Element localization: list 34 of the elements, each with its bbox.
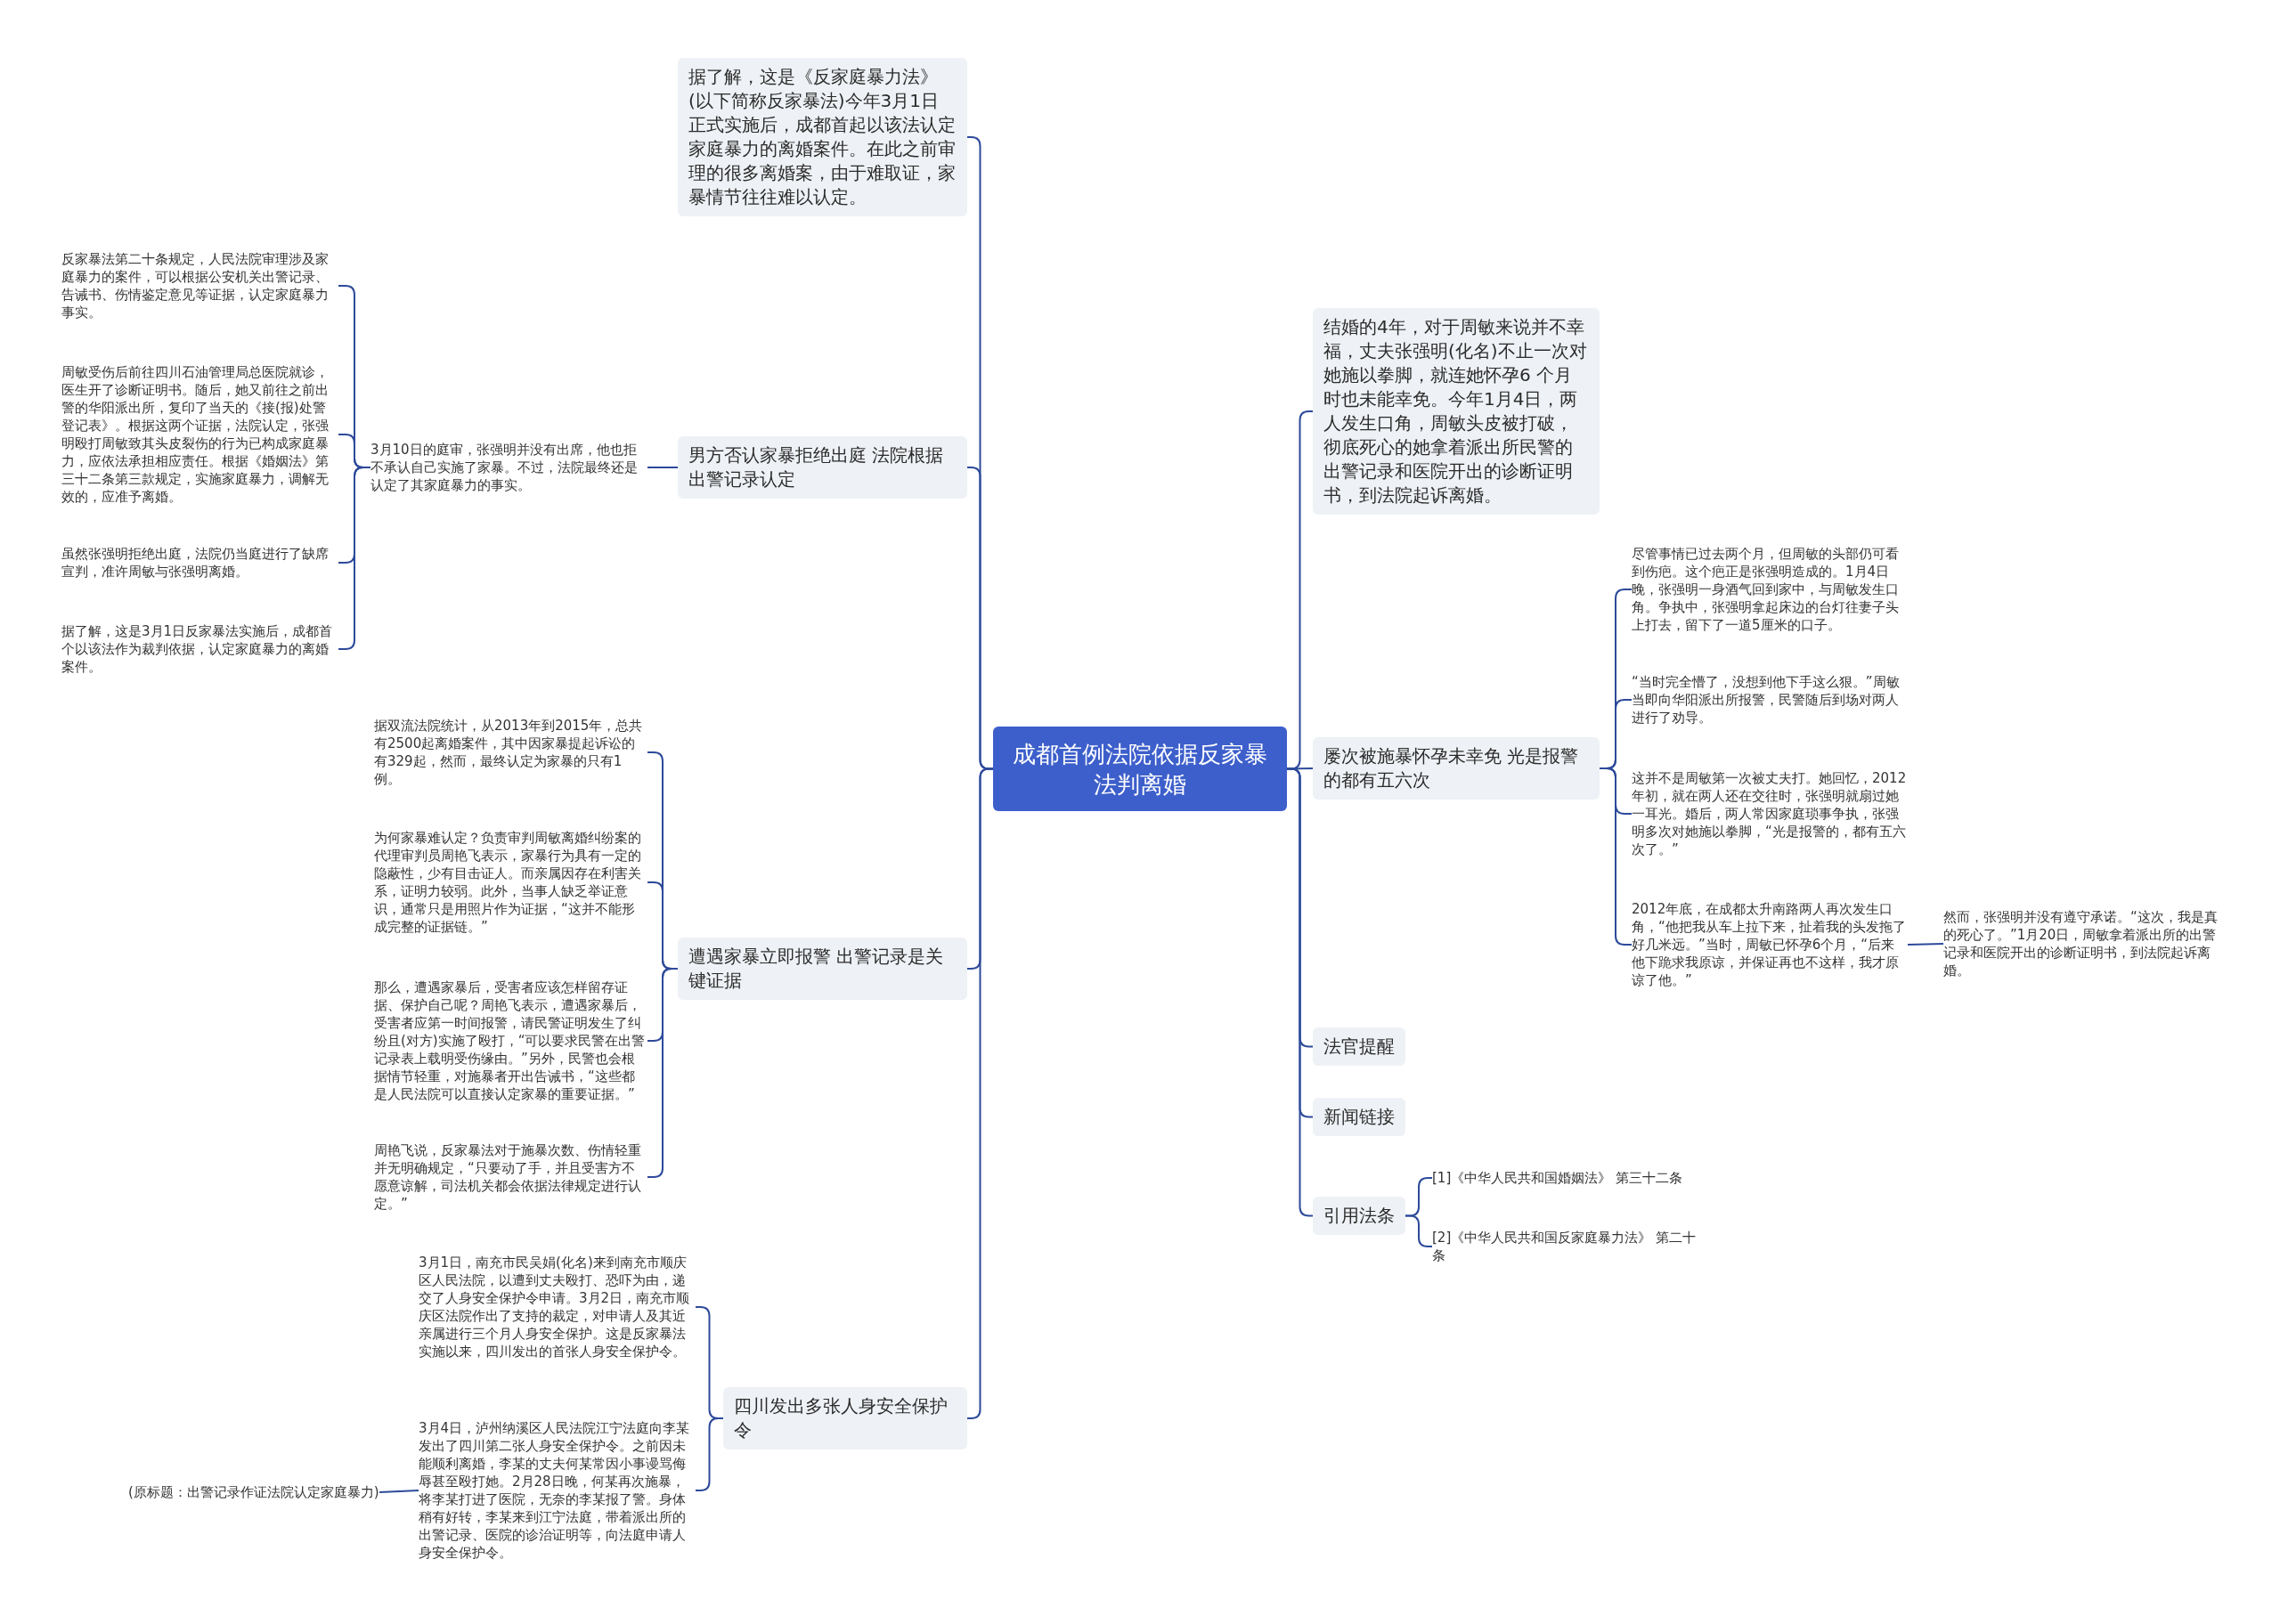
topic-box: 引用法条: [1313, 1197, 1405, 1235]
note-text: 为何家暴难认定？负责审判周敏离婚纠纷案的代理审判员周艳飞表示，家暴行为具有一定的隐蔽性，少有目击证人。而亲属因存在利害关系，证明力较弱。此外，当事人缺乏举证意识，通常只是用照片作为证据，“这并不能形成完整的证据链。”: [374, 829, 647, 936]
topic-box: 结婚的4年，对于周敏来说并不幸福，丈夫张强明(化名)不止一次对她施以拳脚，就连她怀孕6 个月时也未能幸免。今年1月4日，两人发生口角，周敏头皮被打破，彻底死心的她拿着派出所民警的出警记录和医院开出的诊断证明书，到法院起诉离婚。: [1313, 308, 1600, 515]
note-text: 3月1日，南充市民吴娟(化名)来到南充市顺庆区人民法院，以遭到丈夫殴打、恐吓为由，递交了人身安全保护令申请。3月2日，南充市顺庆区法院作出了支持的裁定，对申请人及其近亲属进行三个月人身安全保护。这是反家暴法实施以来，四川发出的首张人身安全保护令。: [419, 1254, 696, 1360]
note-text: 然而，张强明并没有遵守承诺。“这次，我是真的死心了。”1月20日，周敏拿着派出所的出警记录和医院开出的诊断证明书，到法院起诉离婚。: [1943, 908, 2220, 979]
note-text: 3月10日的庭审，张强明并没有出席，他也拒不承认自己实施了家暴。不过，法院最终还是认定了其家庭暴力的事实。: [370, 441, 647, 494]
note-text: 周艳飞说，反家暴法对于施暴次数、伤情轻重并无明确规定，“只要动了手，并且受害方不愿意谅解，司法机关都会依据法律规定进行认定。”: [374, 1141, 647, 1213]
connector-line: [379, 1490, 419, 1493]
note-text: 周敏受伤后前往四川石油管理局总医院就诊，医生开了诊断证明书。随后，她又前往之前出警的华阳派出所，复印了当天的《接(报)处警登记表》。根据这两个证据，法院认定，张强明殴打周敏致其头皮裂伤的行为已构成家庭暴力，应依法承担相应责任。根据《婚姻法》第三十二条第三款规定，实施家庭暴力，调解无效的，应准予离婚。: [61, 363, 338, 506]
note-text: 尽管事情已过去两个月，但周敏的头部仍可看到伤疤。这个疤正是张强明造成的。1月4日晚，张强明一身酒气回到家中，与周敏发生口角。争执中，张强明拿起床边的台灯往妻子头上打去，留下了一道5厘米的口子。: [1632, 545, 1908, 634]
note-text: 3月4日，泸州纳溪区人民法院江宁法庭向李某发出了四川第二张人身安全保护令。之前因未能顺利离婚，李某的丈夫何某常因小事谩骂侮辱甚至殴打她。2月28日晚，何某再次施暴，将李某打进了医院，无奈的李某报了警。身体稍有好转，李某来到江宁法庭，带着派出所的出警记录、医院的诊治证明等，向法庭申请人身安全保护令。: [419, 1419, 696, 1562]
topic-box: 屡次被施暴怀孕未幸免 光是报警的都有五六次: [1313, 737, 1600, 800]
note-text: 那么，遭遇家暴后，受害者应该怎样留存证据、保护自己呢？周艳飞表示，遭遇家暴后，受害者应第一时间报警，请民警证明发生了纠纷且(对方)实施了殴打，“可以要求民警在出警记录表上载明受伤缘由。”另外，民警也会根据情节轻重，对施暴者开出告诫书，“这些都是人民法院可以直接认定家暴的重要证据。”: [374, 978, 647, 1103]
topic-box: 遭遇家暴立即报警 出警记录是关键证据: [678, 938, 967, 1000]
note-text: 虽然张强明拒绝出庭，法院仍当庭进行了缺席宣判，准许周敏与张强明离婚。: [61, 545, 338, 581]
connector-line: [1405, 1214, 1433, 1247]
topic-box: 据了解，这是《反家庭暴力法》(以下简称反家暴法)今年3月1日正式实施后，成都首起以该法认定家庭暴力的离婚案件。在此之前审理的很多离婚案，由于难取证，家暴情节往往难以认定。: [678, 58, 967, 216]
central-topic: 成都首例法院依据反家暴法判离婚: [993, 727, 1287, 811]
note-text: 反家暴法第二十条规定，人民法院审理涉及家庭暴力的案件，可以根据公安机关出警记录、告诫书、伤情鉴定意见等证据，认定家庭暴力事实。: [61, 250, 338, 321]
topic-box: 新闻链接: [1313, 1098, 1405, 1136]
topic-box: 四川发出多张人身安全保护令: [723, 1387, 967, 1449]
note-text: 2012年底，在成都太升南路两人再次发生口角，“他把我从车上拉下来，扯着我的头发拖了好几米远。”当时，周敏已怀孕6个月，“后来他下跪求我原谅，并保证再也不这样，我才原谅了他。”: [1632, 900, 1908, 989]
topic-box: 法官提醒: [1313, 1027, 1405, 1066]
note-text: 这并不是周敏第一次被丈夫打。她回忆，2012年初，就在两人还在交往时，张强明就扇过她一耳光。婚后，两人常因家庭琐事争执，张强明多次对她施以拳脚，“光是报警的，都有五六次了。”: [1632, 769, 1908, 858]
note-text: [2]《中华人民共和国反家庭暴力法》 第二十条: [1432, 1229, 1699, 1264]
note-text: [1]《中华人民共和国婚姻法》 第三十二条: [1432, 1169, 1699, 1187]
note-text: “当时完全懵了，没想到他下手这么狠。”周敏当即向华阳派出所报警，民警随后到场对两人进行了劝导。: [1632, 673, 1908, 727]
topic-box: 男方否认家暴拒绝出庭 法院根据出警记录认定: [678, 436, 967, 499]
connector-line: [647, 467, 679, 468]
connector-line: [1286, 767, 1314, 770]
note-text: 据双流法院统计，从2013年到2015年，总共有2500起离婚案件，其中因家暴提起诉讼的有329起，然而，最终认定为家暴的只有1例。: [374, 717, 647, 788]
connector-line: [1907, 943, 1944, 946]
note-text: 据了解，这是3月1日反家暴法实施后，成都首个以该法作为裁判依据，认定家庭暴力的离婚案件。: [61, 622, 338, 676]
note-text: (原标题：出警记录作证法院认定家庭暴力): [128, 1483, 379, 1501]
